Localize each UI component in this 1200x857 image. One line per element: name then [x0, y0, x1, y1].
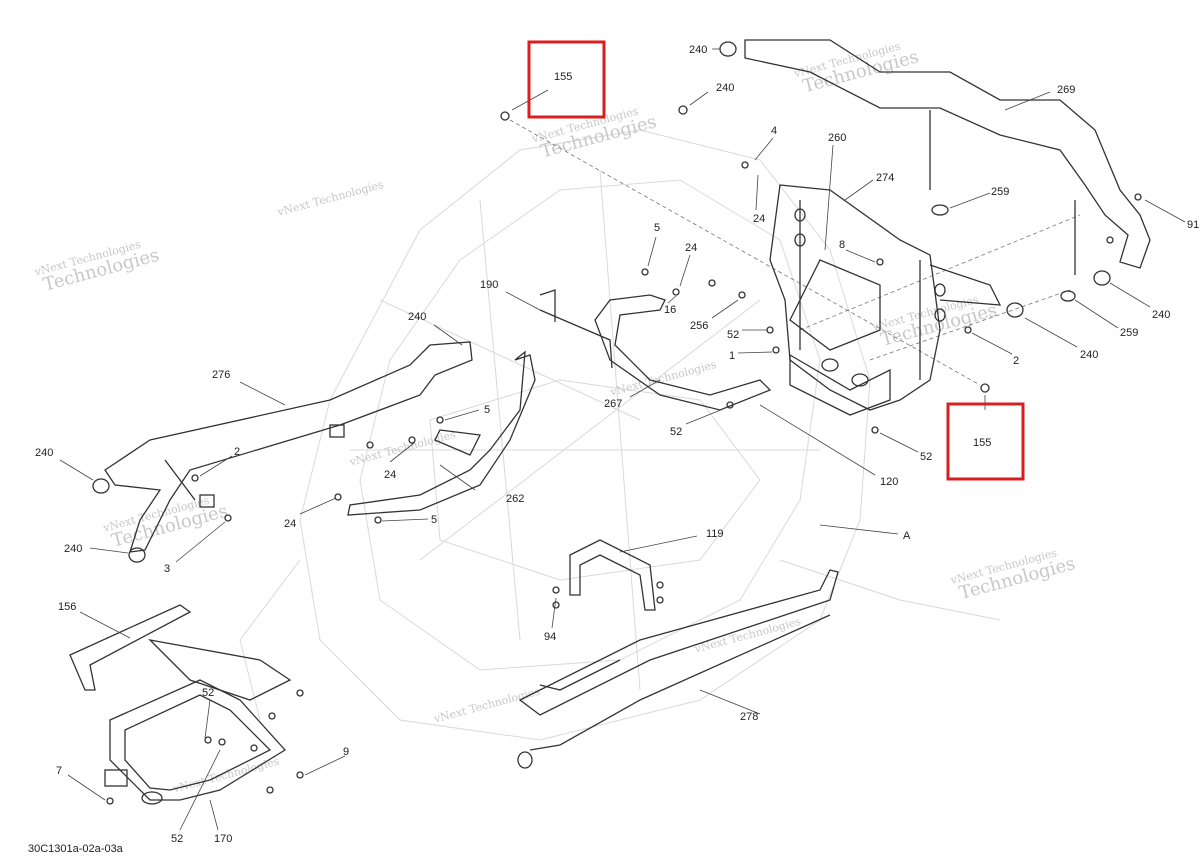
callout-262: 262	[506, 493, 524, 505]
callout-5: 5	[431, 514, 437, 526]
callout-1: 1	[729, 350, 735, 362]
rear-bumper-269	[719, 39, 1151, 275]
callout-4: 4	[771, 125, 777, 137]
rear-frame-274	[769, 184, 1002, 411]
callout-24: 24	[384, 469, 396, 481]
callout-52: 52	[171, 833, 183, 845]
callout-A: A	[903, 530, 911, 542]
callout-24: 24	[753, 213, 765, 225]
callout-240: 240	[1080, 349, 1098, 361]
callout-16: 16	[664, 304, 676, 316]
watermark-text: vNext Technologies	[432, 685, 542, 726]
callout-94: 94	[544, 631, 556, 643]
skid-bar-278	[517, 569, 839, 769]
callout-2: 2	[234, 446, 240, 458]
callout-52: 52	[920, 451, 932, 463]
support-bar-276	[92, 341, 473, 563]
highlight-box-155-bottom	[946, 402, 1025, 481]
bracket-262	[347, 350, 536, 516]
callout-269: 269	[1057, 84, 1075, 96]
callout-190: 190	[480, 279, 498, 291]
alignment-lines	[509, 119, 1081, 386]
hitch-mount-120	[789, 353, 891, 416]
highlight-box-155-top	[527, 40, 606, 119]
callout-274: 274	[876, 172, 894, 184]
callout-5: 5	[484, 404, 490, 416]
watermarks: vNext Technologies Technologies vNext Te…	[32, 39, 1077, 795]
callout-8: 8	[839, 239, 845, 251]
callout-278: 278	[740, 711, 758, 723]
callout-9: 9	[343, 746, 349, 758]
callout-155: 155	[973, 437, 991, 449]
callout-52: 52	[727, 329, 739, 341]
callout-24: 24	[685, 242, 697, 254]
leader-lines	[59, 48, 1186, 831]
callout-267: 267	[604, 398, 622, 410]
callout-52: 52	[202, 687, 214, 699]
rod-190	[539, 289, 613, 369]
callout-156: 156	[58, 601, 76, 613]
callout-259: 259	[1120, 327, 1138, 339]
callout-120: 120	[880, 476, 898, 488]
callout-240: 240	[716, 82, 734, 94]
watermark-text: vNext Technologies	[275, 178, 385, 219]
callout-240: 240	[408, 311, 426, 323]
callout-3: 3	[164, 563, 170, 575]
callout-276: 276	[212, 369, 230, 381]
watermark-text: vNext Technologies	[347, 428, 457, 469]
fasteners	[106, 105, 1142, 805]
callout-24: 24	[284, 518, 296, 530]
callout-119: 119	[706, 528, 724, 540]
callout-240: 240	[64, 543, 82, 555]
hitch-assembly-156	[69, 604, 292, 805]
callout-2: 2	[1013, 355, 1019, 367]
callout-155: 155	[554, 71, 572, 83]
callout-240: 240	[1152, 309, 1170, 321]
handle-267	[594, 294, 772, 411]
callout-240: 240	[689, 44, 707, 56]
callout-256: 256	[690, 320, 708, 332]
callout-5: 5	[654, 222, 660, 234]
callout-7: 7	[56, 765, 62, 777]
callout-labels: 155 155 240 240 269 4 260 274 24 259 91 …	[35, 44, 1199, 845]
callout-91: 91	[1187, 219, 1199, 231]
bracket-119	[569, 539, 656, 611]
background-frame-outline	[239, 129, 1001, 741]
callout-259: 259	[991, 186, 1009, 198]
callout-260: 260	[828, 132, 846, 144]
drawing-reference: 30C1301a-02a-03a	[28, 843, 124, 855]
callout-170: 170	[214, 833, 232, 845]
callout-52: 52	[670, 426, 682, 438]
callout-240: 240	[35, 447, 53, 459]
watermark-text: vNext Technologies	[171, 754, 281, 795]
